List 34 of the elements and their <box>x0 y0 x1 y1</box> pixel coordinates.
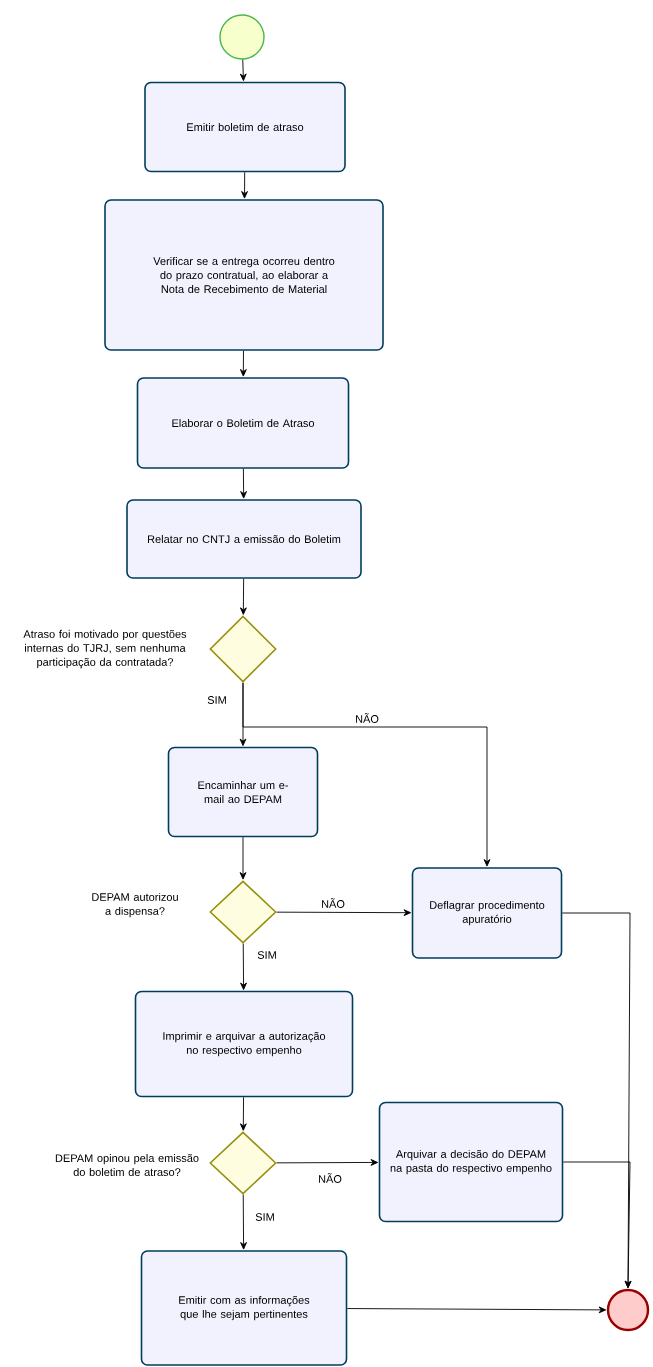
arrow <box>242 682 491 867</box>
end-event-circle <box>606 1288 650 1332</box>
arrow <box>276 1159 379 1166</box>
task-box: Deflagrar procedimento apuratório <box>411 867 563 959</box>
task-box: Elaborar o Boletim de Atraso <box>136 377 350 469</box>
arrow <box>240 1194 247 1250</box>
arrow <box>240 578 247 615</box>
edge-label: NÃO <box>354 712 380 724</box>
task-box: Imprimir e arquivar a autorização no respectivo empenho <box>134 990 354 1098</box>
decision-question: DEPAM opinou pela emissão do boletim de atraso? <box>55 1154 199 1177</box>
decision-question: DEPAM autorizou a dispensa? <box>92 892 178 918</box>
edge-label: SIM <box>254 1212 276 1222</box>
start-event-circle <box>219 14 265 60</box>
arrow <box>240 468 247 499</box>
arrow <box>239 836 247 880</box>
edge-label: NÃO <box>320 897 346 909</box>
task-box: Verificar se a entrega ocorreu dentro do prazo contratual, ao elaborar a Nota de Recebimento de Material <box>104 199 384 351</box>
task-box: Relatar no CNTJ a emissão do Boletim <box>126 499 362 579</box>
arrow <box>241 171 248 199</box>
task-box: Encaminhar um e-mail ao DEPAM <box>167 746 319 838</box>
task-box: Emitir boletim de atraso <box>144 81 346 173</box>
arrow <box>239 59 247 82</box>
arrow <box>240 350 247 377</box>
arrow <box>276 909 412 917</box>
arrow <box>240 943 247 991</box>
arrow <box>562 1161 632 1289</box>
arrow <box>239 1096 247 1131</box>
edge-label: SIM <box>206 695 228 705</box>
edge-label: SIM <box>256 950 278 960</box>
arrow <box>346 1306 607 1314</box>
edge-label: NÃO <box>317 1172 343 1184</box>
task-box: Emitir com as informações que lhe sejam pertinentes <box>140 1250 348 1366</box>
task-box: Arquivar a decisão do DEPAM na pasta do respectivo empenho <box>378 1101 564 1223</box>
decision-question: Atraso foi motivado por questões internas do TJRJ, sem nenhuma participação da contratada? <box>23 629 187 669</box>
